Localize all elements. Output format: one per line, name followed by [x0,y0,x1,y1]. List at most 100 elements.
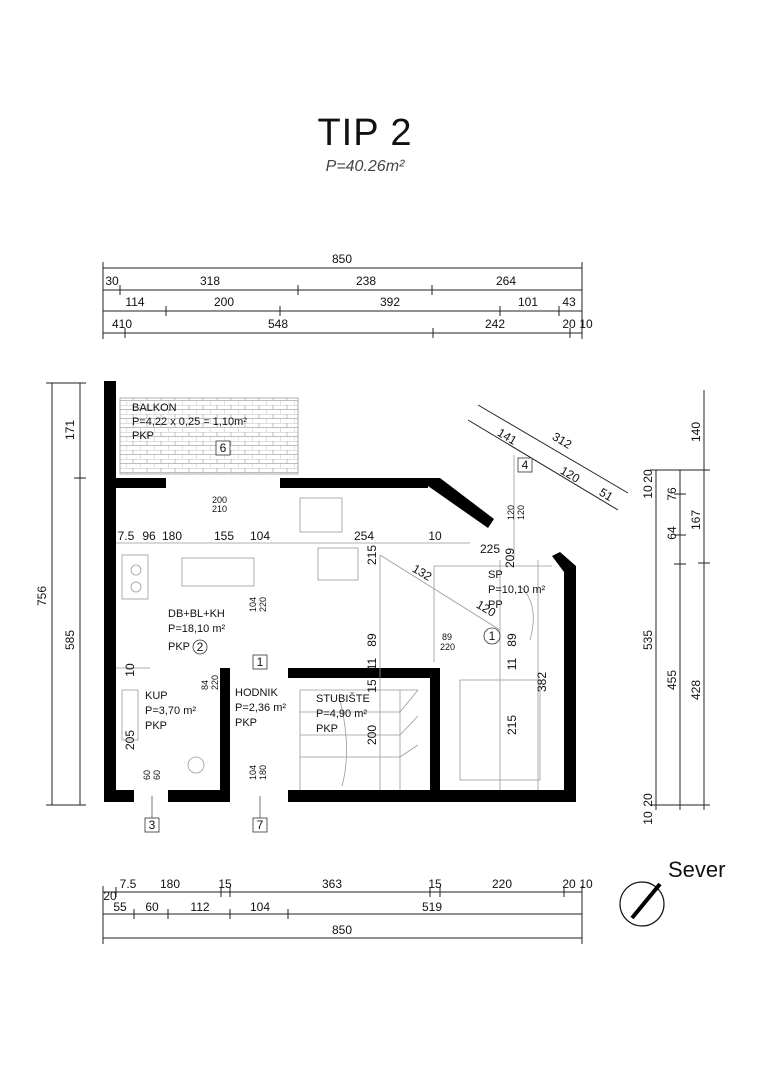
dim-top-r3-c: 242 [485,317,505,331]
top-dimensions: 850 30 318 238 264 114 200 392 101 43 41… [102,252,593,339]
sp-tag: 1 [489,629,496,643]
win-l13: 104 [248,765,258,780]
bd-r1-d: 15 [218,877,232,891]
win-l12: 60 [152,770,162,780]
dim-diag-b: 312 [550,429,575,451]
left-dimensions: 756 171 585 [35,382,86,806]
dim-top-r3-a: 410 [112,317,132,331]
stubiste-area: P=4,90 m² [316,708,367,720]
dining-name: DB+BL+KH [168,608,225,620]
bd-r2-c: 112 [190,900,209,914]
dim-top-r1-b: 318 [200,274,220,288]
compass-label: Sever [668,857,725,882]
win-l3: 104 [248,597,258,612]
dim-top-r2-d: 101 [518,295,538,309]
door-tag-3: 3 [149,818,156,832]
dining-tag: 2 [197,640,204,654]
dim-top-r1-d: 264 [496,274,516,288]
balkon-tag: 6 [220,441,227,455]
plan-area: P=40.26m² [325,158,405,175]
dining-area: P=18,10 m² [168,623,226,635]
sp-area: P=10,10 m² [488,584,546,596]
kup-area: P=3,70 m² [145,705,196,717]
dim-right-m1: 20 [641,469,655,483]
win-l6: 220 [440,642,455,652]
win-l8: 220 [210,675,220,690]
win-l2: 210 [212,504,227,514]
win-l11: 60 [142,770,152,780]
dim-right-m5: 455 [665,670,679,690]
bd-r2-d: 104 [250,900,270,914]
right-dimensions: 140 167 428 20 10 76 64 455 535 10 20 [641,390,710,825]
dim-right-b: 167 [689,510,703,530]
in-d1: 7.5 [118,529,135,543]
dim-diag-c: 120 [558,463,583,485]
diag-in-1: 132 [410,561,435,583]
bd-r1-h: 20 [562,877,576,891]
bd-r2-a: 55 [113,900,127,914]
dim-right-b1: 10 [641,811,655,825]
balcony-brick [119,397,299,475]
dim-top-r1-c: 238 [356,274,376,288]
hodnik-area: P=2,36 m² [235,702,286,714]
v-dim-1: 215 [365,545,379,565]
diagonal-dimensions: 141 312 120 51 [467,404,629,511]
balkon-floor: PKP [132,430,154,442]
dim-left-upper: 171 [63,420,77,440]
v-dim-9: 11 [505,657,519,670]
kup-floor: PKP [145,720,167,732]
bd-r2-b: 60 [145,900,159,914]
dim-right-m2: 10 [641,485,655,499]
win-l1: 200 [212,495,227,505]
dim-top-r3-d: 20 [562,317,576,331]
stubiste-floor: PKP [316,723,338,735]
win-l10: 120 [516,505,526,520]
walls [104,381,576,802]
dim-right-b2: 20 [641,793,655,807]
v-dim-7: 382 [535,672,549,692]
in-d4: 155 [214,529,234,543]
hodnik-name: HODNIK [235,687,278,699]
inner-dimensions: 7.5 96 180 155 104 254 10 225 209 132 12… [118,495,549,780]
dim-diag-d: 51 [597,485,616,504]
v-dim-2: 89 [365,633,379,647]
bd-r2-e: 519 [422,900,442,914]
v-dim-8: 89 [505,633,519,647]
bd-r1-a: 20 [103,889,117,903]
door-tags: 3 7 4 [144,457,533,833]
dim-top-r1-a: 30 [105,274,119,288]
v-dim-5: 200 [365,725,379,745]
dim-right-m3: 76 [665,487,679,501]
dim-top-r2-a: 114 [125,295,144,309]
win-l14: 180 [258,765,268,780]
in-d6: 254 [354,529,374,543]
dim-top-r2-c: 392 [380,295,400,309]
dim-right-a: 140 [689,422,703,442]
bottom-dimensions: 20 7.5 180 15 363 15 220 20 10 55 60 112… [102,877,593,944]
hodnik-tag: 1 [257,655,264,669]
sp-d1: 225 [480,542,500,556]
in-d5: 104 [250,529,270,543]
staircase [299,689,419,790]
bd-r1-b: 7.5 [120,877,137,891]
in-d3: 180 [162,529,182,543]
dining-floor: PKP [168,641,190,653]
bd-r1-g: 220 [492,877,512,891]
dim-right-c: 428 [689,680,703,700]
sp-floor: PP [488,599,503,611]
dim-right-inner: 535 [641,630,655,650]
sp-d2: 209 [503,548,517,568]
v-dim-4: 15 [365,679,379,693]
bd-r1-f: 15 [428,877,442,891]
kup-dim2: 10 [123,663,137,677]
interior-lines [116,455,552,790]
hodnik-floor: PKP [235,717,257,729]
balkon-name: BALKON [132,402,177,414]
win-l9: 120 [506,505,516,520]
bd-r1-e: 363 [322,877,342,891]
dim-right-m4: 64 [665,526,679,540]
bd-total: 850 [332,923,352,937]
dim-top-r2-b: 200 [214,295,234,309]
north-arrow-icon [630,882,662,920]
plan-title: TIP 2 [317,112,413,154]
